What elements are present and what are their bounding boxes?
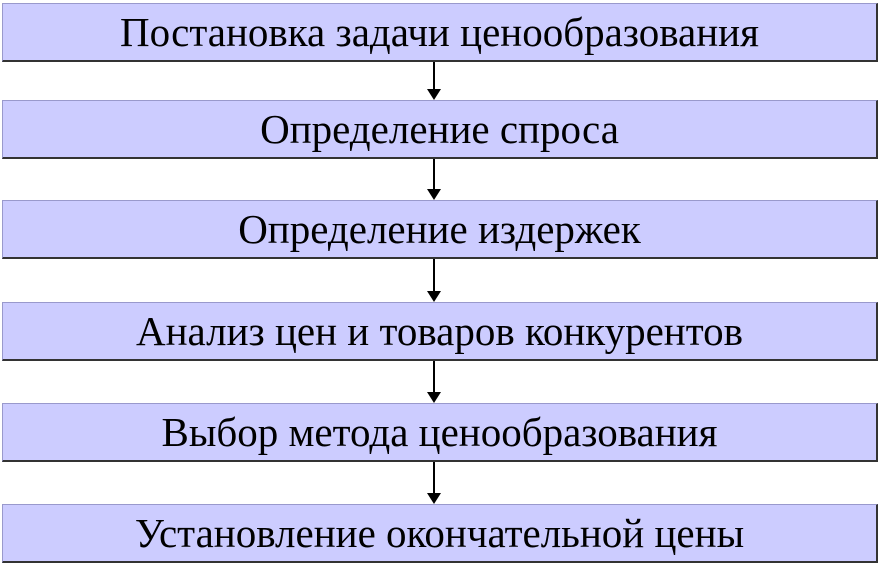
arrow-down-icon (427, 159, 441, 200)
step-label: Определение издержек (238, 205, 641, 252)
step-label: Выбор метода ценообразования (161, 408, 718, 455)
step-box-final-price: Установление окончательной цены (2, 504, 878, 563)
step-label: Анализ цен и товаров конкурентов (136, 307, 743, 354)
step-label: Установление окончательной цены (134, 509, 745, 556)
step-box-pricing-task: Постановка задачи ценообразования (2, 3, 878, 62)
step-label: Постановка задачи ценообразования (120, 8, 759, 55)
step-box-method: Выбор метода ценообразования (2, 403, 878, 462)
arrow-down-icon (427, 259, 441, 302)
step-label: Определение спроса (260, 105, 619, 152)
arrow-down-icon (427, 62, 441, 100)
step-box-competitors: Анализ цен и товаров конкурентов (2, 302, 878, 361)
arrow-down-icon (427, 462, 441, 504)
step-box-demand: Определение спроса (2, 100, 878, 159)
step-box-costs: Определение издержек (2, 200, 878, 259)
arrow-down-icon (427, 361, 441, 403)
